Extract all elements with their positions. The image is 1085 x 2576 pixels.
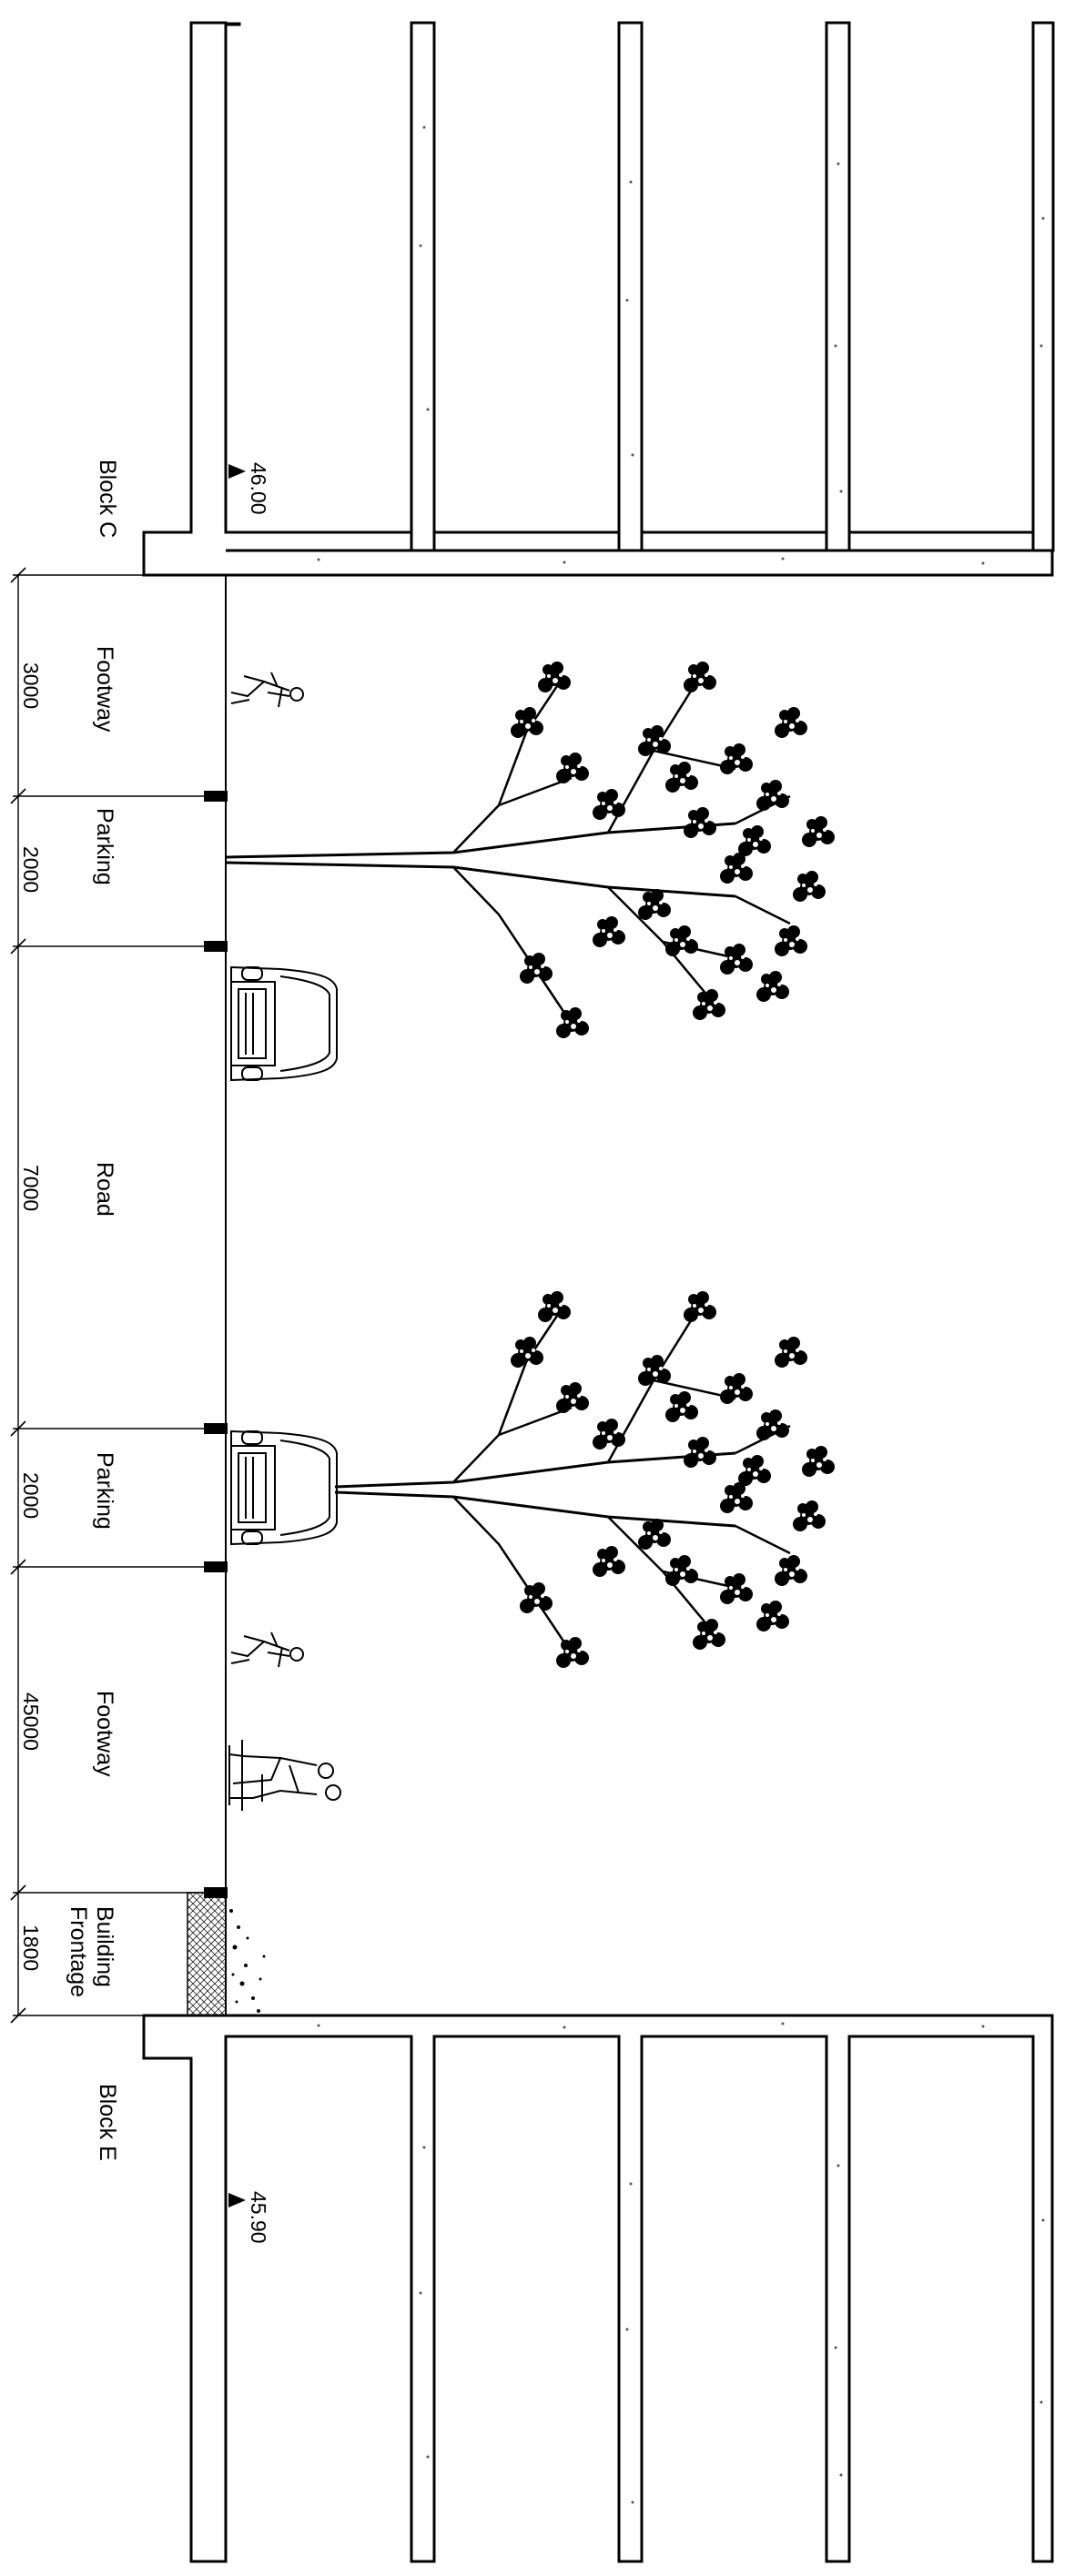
car-icon: [230, 1429, 338, 1546]
pedestrian-icon: [230, 672, 304, 708]
bench-couple-icon: [228, 1740, 341, 1811]
dim-footway-bottom: 45000: [19, 1692, 43, 1751]
tree-icon: [225, 662, 835, 1038]
hedge-icon: [187, 1892, 266, 2016]
kerb-markers: [204, 791, 228, 1898]
block-e-level: 45.90: [247, 2191, 270, 2244]
block-c-label: Block C: [95, 460, 120, 538]
dim-frontage: 1800: [19, 1924, 43, 1971]
tree-icon: [334, 1291, 835, 1668]
label-footway-top: Footway: [92, 646, 117, 732]
label-road: Road: [92, 1162, 117, 1217]
block-c-building: [142, 21, 1055, 577]
label-frontage-line2: Frontage: [66, 1906, 91, 1997]
level-marker-icon: [228, 2193, 246, 2207]
dim-parking-top: 2000: [19, 846, 43, 893]
label-footway-bottom: Footway: [92, 1691, 117, 1777]
dimension-line: [10, 567, 226, 2024]
dim-footway-top: 3000: [19, 662, 43, 709]
label-parking-top: Parking: [92, 808, 117, 885]
label-parking-bottom: Parking: [92, 1452, 117, 1530]
block-e-building: [142, 2014, 1054, 2563]
level-marker-icon: [228, 464, 246, 479]
block-e-label: Block E: [95, 2084, 120, 2161]
pedestrian-icon: [230, 1631, 304, 1668]
block-c-level: 46.00: [247, 462, 270, 515]
dim-parking-bottom: 2000: [19, 1472, 43, 1519]
dim-road: 7000: [19, 1165, 43, 1211]
label-frontage-line1: Building: [92, 1906, 117, 1987]
car-icon: [230, 965, 338, 1082]
